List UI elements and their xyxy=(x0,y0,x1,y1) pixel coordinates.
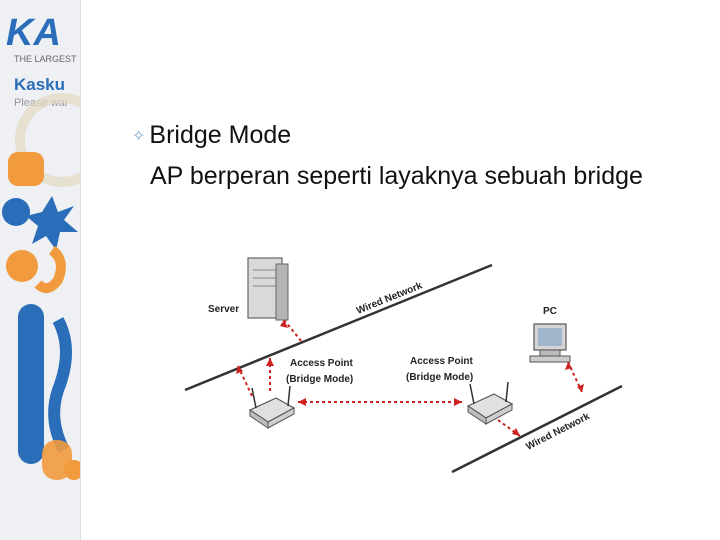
server-icon xyxy=(247,257,289,321)
link-ap-right-to-network xyxy=(497,419,521,437)
bridge-mode-diagram: Wired Network Wired Network Server PC Ac… xyxy=(184,257,623,474)
wired-network-label-top: Wired Network xyxy=(355,280,424,317)
connection-links xyxy=(237,319,583,437)
wired-network-line-top xyxy=(184,263,493,392)
link-server-to-network xyxy=(283,319,303,343)
link-arrowheads xyxy=(236,320,584,436)
access-point-left-icon xyxy=(248,385,296,429)
bullet-item: ✧ Bridge Mode xyxy=(132,121,291,150)
logo-tagline: THE LARGEST xyxy=(14,54,77,64)
bullet-body: AP berperan seperti layaknya sebuah brid… xyxy=(150,162,643,190)
ap-left-title: Access Point xyxy=(290,358,353,369)
brand-text: Kasku xyxy=(14,75,65,94)
ap-left-mode: (Bridge Mode) xyxy=(286,374,353,385)
ap-right-mode: (Bridge Mode) xyxy=(406,372,473,383)
wired-network-line-bottom xyxy=(451,384,623,474)
bullet-title: Bridge Mode xyxy=(149,121,292,149)
logo-text: KA xyxy=(6,12,61,54)
decorative-sidebar: KA THE LARGEST Kasku Please wai xyxy=(0,0,81,540)
access-point-right-icon xyxy=(466,381,514,425)
ap-right-title: Access Point xyxy=(410,356,473,367)
sidebar-artwork: KA THE LARGEST Kasku Please wai xyxy=(0,0,80,540)
server-label: Server xyxy=(208,304,239,315)
bullet-icon: ✧ xyxy=(132,127,146,145)
pc-icon xyxy=(529,323,571,363)
pc-label: PC xyxy=(543,306,557,317)
